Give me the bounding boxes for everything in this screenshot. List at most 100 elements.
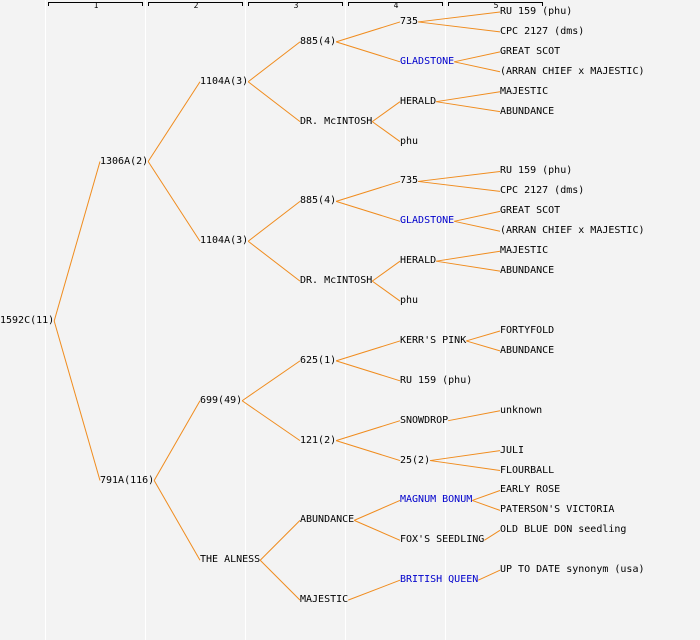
pedigree-node: JULI (500, 444, 525, 456)
parent-link (335, 440, 401, 462)
generation-label: 3 (293, 1, 299, 10)
generation-header-bracket (148, 2, 243, 6)
parent-link (53, 161, 101, 322)
generation-header-bracket (448, 2, 543, 6)
generation-header-bracket (348, 2, 443, 6)
parent-link (247, 41, 301, 83)
pedigree-node: (ARRAN CHIEF x MAJESTIC) (500, 65, 645, 77)
column-separator (245, 0, 246, 640)
parent-link (247, 240, 301, 282)
generation-label: 1 (93, 1, 99, 10)
pedigree-node: THE ALNESS (200, 554, 261, 566)
parent-link (259, 520, 301, 561)
pedigree-node: GREAT SCOT (500, 205, 561, 217)
pedigree-node: FORTYFOLD (500, 324, 555, 336)
parent-link (430, 460, 501, 472)
pedigree-node: 625(1) (300, 354, 337, 366)
parent-link (417, 11, 501, 23)
parent-link (371, 101, 401, 123)
pedigree-node: RU 159 (phu) (500, 165, 573, 177)
pedigree-node: phu (400, 295, 419, 307)
parent-link (371, 280, 401, 302)
parent-link (454, 220, 501, 232)
generation-label: 2 (193, 1, 199, 10)
parent-link (417, 180, 501, 192)
pedigree-node: 885(4) (300, 35, 337, 47)
pedigree-node: 1306A(2) (100, 155, 149, 167)
generation-label: 4 (393, 1, 399, 10)
pedigree-node: CPC 2127 (dms) (500, 185, 585, 197)
pedigree-node: OLD BLUE DON seedling (500, 524, 627, 536)
column-separator (445, 0, 446, 640)
pedigree-node: CPC 2127 (dms) (500, 25, 585, 37)
parent-link (478, 569, 501, 581)
parent-link (247, 200, 301, 242)
parent-link (241, 360, 301, 402)
generation-label: 5 (493, 1, 499, 10)
pedigree-node: FOX'S SEEDLING (400, 534, 485, 546)
parent-link (353, 519, 401, 541)
pedigree-node: MAJESTIC (500, 85, 549, 97)
parent-link (335, 41, 401, 63)
pedigree-node: HERALD (400, 95, 437, 107)
parent-link (472, 489, 501, 501)
parent-link (417, 170, 501, 182)
parent-link (153, 400, 201, 481)
pedigree-node: 1104A(3) (200, 235, 249, 247)
parent-link (335, 21, 401, 43)
parent-link (371, 260, 401, 282)
pedigree-node: DR. McINTOSH (300, 115, 373, 127)
parent-link (335, 200, 401, 222)
pedigree-node: RU 159 (phu) (400, 374, 473, 386)
pedigree-node: BRITISH QUEEN (400, 574, 479, 586)
pedigree-node: PATERSON'S VICTORIA (500, 504, 615, 516)
pedigree-node: DR. McINTOSH (300, 275, 373, 287)
pedigree-node: UP TO DATE synonym (usa) (500, 564, 645, 576)
parent-link (259, 559, 301, 601)
pedigree-node: MAJESTIC (300, 594, 349, 606)
parent-link (247, 81, 301, 123)
pedigree-node: unknown (500, 404, 543, 416)
pedigree-node: 885(4) (300, 195, 337, 207)
column-separator (45, 0, 46, 640)
parent-link (147, 161, 201, 242)
pedigree-node: (ARRAN CHIEF x MAJESTIC) (500, 225, 645, 237)
parent-link (241, 400, 301, 442)
parent-link (436, 91, 501, 103)
parent-link (466, 340, 501, 352)
pedigree-node: EARLY ROSE (500, 484, 561, 496)
parent-link (436, 101, 501, 113)
pedigree-node: SNOWDROP (400, 414, 449, 426)
pedigree-node: ABUNDANCE (500, 265, 555, 277)
pedigree-node: HERALD (400, 255, 437, 267)
parent-link (147, 81, 201, 162)
parent-link (335, 180, 401, 202)
parent-link (347, 579, 401, 601)
parent-link (436, 260, 501, 272)
parent-link (454, 210, 501, 222)
pedigree-node: 1592C(11) (0, 315, 55, 326)
parent-link (436, 250, 501, 262)
pedigree-node: 699(49) (200, 394, 243, 406)
pedigree-node: 791A(116) (100, 474, 155, 486)
parent-link (484, 529, 501, 541)
pedigree-node: ABUNDANCE (300, 514, 355, 526)
parent-link (417, 21, 501, 33)
parent-link (335, 420, 401, 442)
parent-link (430, 450, 501, 462)
parent-link (472, 499, 501, 511)
parent-link (53, 320, 101, 481)
generation-header-bracket (48, 2, 143, 6)
pedigree-node: ABUNDANCE (500, 344, 555, 356)
parent-link (335, 340, 401, 362)
pedigree-node: 25(2) (400, 454, 431, 466)
parent-link (448, 410, 501, 422)
column-separator (345, 0, 346, 640)
parent-link (371, 121, 401, 142)
parent-link (466, 330, 501, 342)
pedigree-node: MAGNUM BONUM (400, 494, 473, 506)
pedigree-node: GLADSTONE (400, 55, 455, 67)
parent-link (454, 51, 501, 63)
pedigree-node: 735 (400, 15, 419, 27)
